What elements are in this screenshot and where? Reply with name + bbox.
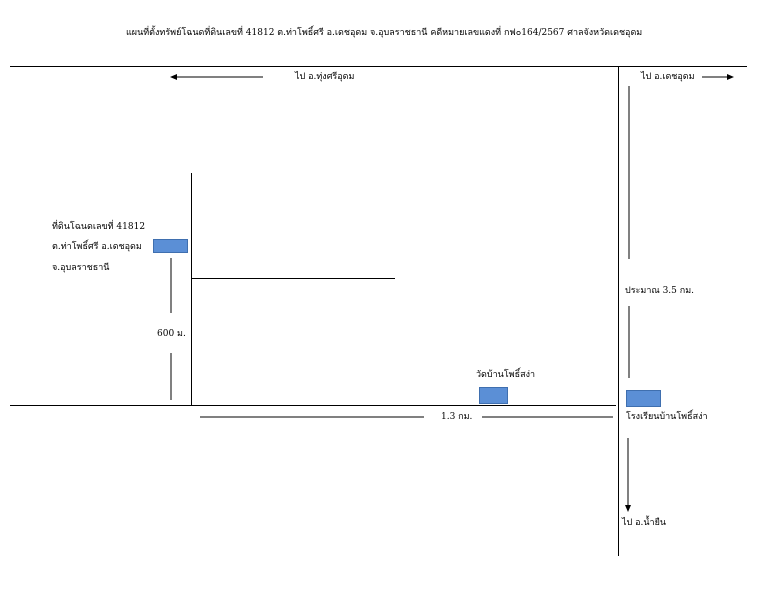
- road-right-vertical: [618, 66, 619, 556]
- label-land-line1: ที่ดินโฉนดเลขที่ 41812: [52, 222, 146, 232]
- label-school: โรงเรียนบ้านโพธิ์สง่า: [626, 412, 708, 422]
- label-land-line3: จ.อุบลราชธานี: [52, 263, 110, 273]
- road-left-vertical: [191, 173, 192, 406]
- label-temple: วัดบ้านโพธิ์สง่า: [476, 370, 536, 380]
- label-distance-600m: 600 ม.: [157, 329, 186, 339]
- label-to-nam-yuen: ไป อ.น้ำยืน: [622, 518, 666, 528]
- temple-marker: [479, 387, 508, 404]
- school-marker: [626, 390, 661, 407]
- road-branch-horizontal: [191, 278, 395, 279]
- label-to-det-udom: ไป อ.เดชอุดม: [641, 72, 695, 82]
- label-distance-1-3km: 1.3 กม.: [441, 412, 473, 422]
- map-title: แผนที่ตั้งทรัพย์โฉนดที่ดินเลขที่ 41812 ต…: [126, 28, 643, 38]
- label-distance-3-5km: ประมาณ 3.5 กม.: [625, 286, 694, 296]
- label-land-line2: ต.ท่าโพธิ์ศรี อ.เดชอุดม: [52, 242, 142, 252]
- land-plot-marker: [153, 239, 188, 253]
- label-to-thung-si-udom: ไป อ.ทุ่งศรีอุดม: [295, 72, 355, 82]
- road-top-horizontal: [10, 66, 747, 67]
- road-bottom-horizontal: [10, 405, 616, 406]
